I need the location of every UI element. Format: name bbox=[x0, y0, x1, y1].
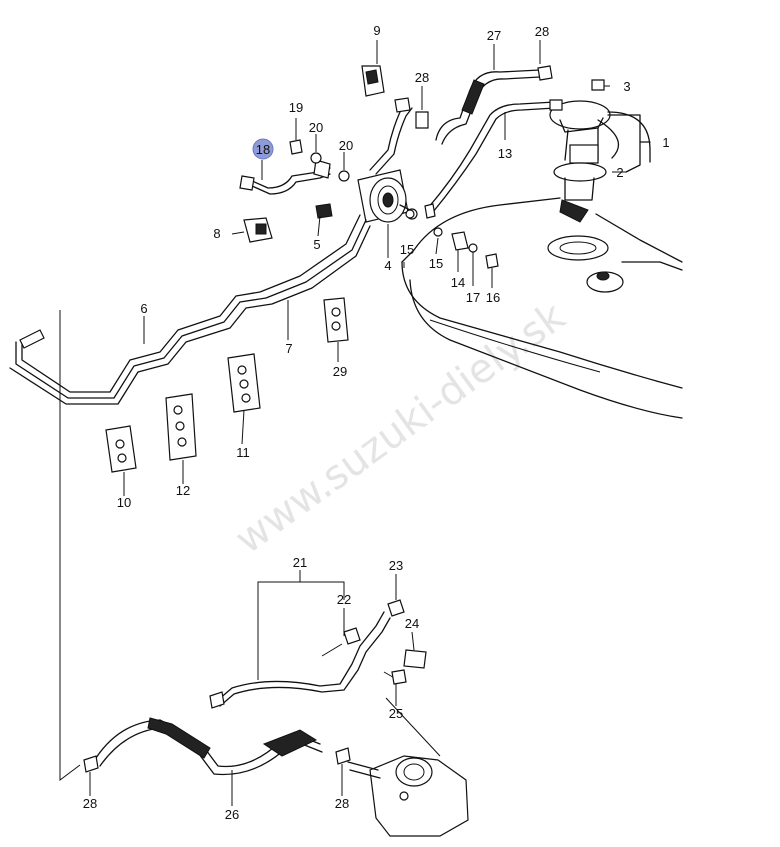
callout-28c: 28 bbox=[83, 796, 97, 811]
callout-19: 19 bbox=[289, 100, 303, 115]
callout-26: 26 bbox=[225, 807, 239, 822]
callout-2: 2 bbox=[616, 165, 623, 180]
callout-21: 21 bbox=[293, 555, 307, 570]
callout-12: 12 bbox=[176, 483, 190, 498]
clamp-10 bbox=[105, 425, 137, 473]
bolt-5 bbox=[315, 203, 333, 219]
bolt-19 bbox=[289, 139, 303, 155]
callout-20a: 20 bbox=[309, 120, 323, 135]
pipe-6-and-7 bbox=[9, 214, 371, 405]
washer-15a bbox=[405, 209, 415, 219]
callout-28d: 28 bbox=[335, 796, 349, 811]
clip-28-right bbox=[335, 747, 351, 765]
callout-17: 17 bbox=[466, 290, 480, 305]
pipe-27 bbox=[435, 65, 553, 145]
callout-6: 6 bbox=[140, 301, 147, 316]
callout-22: 22 bbox=[337, 592, 351, 607]
fuel-filter bbox=[357, 97, 418, 223]
callout-1: 1 bbox=[662, 135, 669, 150]
callout-numbers: 1 2 3 4 5 6 7 8 9 10 11 12 13 14 15 15 1… bbox=[83, 23, 670, 822]
leader-pipe-to-28 bbox=[59, 310, 81, 781]
callout-20b: 20 bbox=[339, 138, 353, 153]
watermark: www.suzuki-diely.sk bbox=[227, 293, 575, 563]
callout-3: 3 bbox=[623, 79, 630, 94]
fuel-tank bbox=[401, 197, 683, 419]
clamp-29 bbox=[323, 297, 349, 343]
callout-14: 14 bbox=[451, 275, 465, 290]
bolt-16 bbox=[485, 253, 499, 269]
callout-15a: 15 bbox=[400, 242, 414, 257]
carburetor bbox=[347, 755, 469, 837]
clip-9 bbox=[361, 65, 385, 97]
callout-5: 5 bbox=[313, 237, 320, 252]
washer-15b bbox=[433, 227, 443, 237]
callout-bracket-1 bbox=[607, 114, 651, 173]
bolt-25 bbox=[391, 669, 407, 685]
bracket-24 bbox=[403, 649, 427, 669]
bolt-3 bbox=[591, 79, 605, 91]
clamp-11 bbox=[227, 353, 261, 413]
callout-7: 7 bbox=[285, 341, 292, 356]
pipe-13 bbox=[424, 99, 563, 219]
callout-4: 4 bbox=[384, 258, 391, 273]
callout-25: 25 bbox=[389, 706, 403, 721]
callout-27: 27 bbox=[487, 28, 501, 43]
clip-28-left bbox=[83, 755, 99, 773]
hose-26 bbox=[95, 717, 323, 776]
fuel-pump-assembly bbox=[549, 100, 651, 223]
washer-17 bbox=[468, 243, 478, 253]
clip-28-top bbox=[415, 111, 429, 129]
pipe-18 bbox=[239, 159, 331, 195]
callout-28b: 28 bbox=[415, 70, 429, 85]
callout-16: 16 bbox=[486, 290, 500, 305]
callout-13: 13 bbox=[498, 146, 512, 161]
callout-24: 24 bbox=[405, 616, 419, 631]
callout-28a: 28 bbox=[535, 24, 549, 39]
callout-15b: 15 bbox=[429, 256, 443, 271]
callout-10: 10 bbox=[117, 495, 131, 510]
clip-8 bbox=[243, 217, 273, 243]
washer-20a bbox=[310, 152, 322, 164]
washer-20b bbox=[338, 170, 350, 182]
callout-18: 18 bbox=[256, 142, 270, 157]
callout-bracket-21 bbox=[257, 581, 345, 680]
callout-29: 29 bbox=[333, 364, 347, 379]
callout-23: 23 bbox=[389, 558, 403, 573]
clamp-12 bbox=[165, 393, 197, 461]
callout-18-highlight bbox=[252, 138, 274, 160]
pipe-21-assembly bbox=[209, 611, 391, 709]
callout-11: 11 bbox=[236, 445, 250, 460]
fitting-14 bbox=[451, 231, 469, 251]
callout-9: 9 bbox=[373, 23, 380, 38]
callout-8: 8 bbox=[213, 226, 220, 241]
bolt-23 bbox=[387, 599, 405, 617]
callout-leaders bbox=[89, 40, 626, 806]
